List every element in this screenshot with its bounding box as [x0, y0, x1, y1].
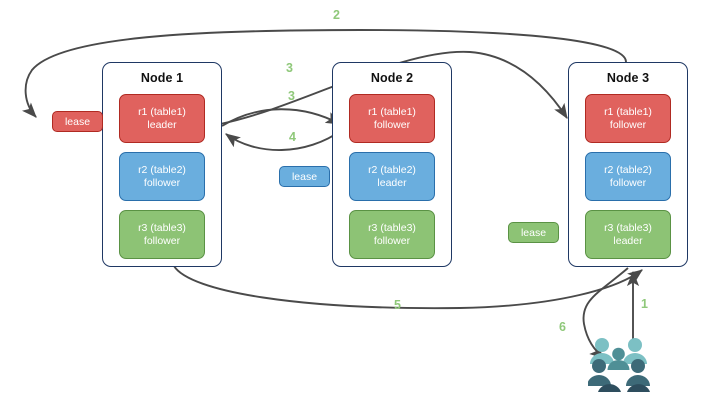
replica-role: leader: [147, 118, 177, 131]
step-label-3b: 3: [288, 89, 295, 103]
lease-chip-table1[interactable]: lease: [52, 111, 103, 132]
arrow-step-4: [225, 129, 343, 151]
replica-node1-r2[interactable]: r2 (table2) follower: [119, 152, 205, 201]
lease-chip-table2[interactable]: lease: [279, 166, 330, 187]
step-label-6: 6: [559, 320, 566, 334]
replica-name: r3 (table3): [604, 221, 652, 234]
node-card-node1[interactable]: Node 1 r1 (table1) leader r2 (table2) fo…: [102, 62, 222, 267]
replica-name: r2 (table2): [138, 163, 186, 176]
users-icon: [588, 338, 650, 392]
replica-name: r3 (table3): [138, 221, 186, 234]
replica-role: leader: [377, 176, 407, 189]
step-label-5: 5: [394, 298, 401, 312]
replica-node1-r1[interactable]: r1 (table1) leader: [119, 94, 205, 143]
node-title: Node 3: [606, 71, 650, 85]
user-figure-middle: [607, 347, 630, 370]
node-card-node2[interactable]: Node 2 r1 (table1) follower r2 (table2) …: [332, 62, 452, 267]
arrow-step-6: [582, 267, 629, 359]
replica-role: follower: [609, 176, 647, 189]
replica-name: r1 (table1): [604, 105, 652, 118]
replica-role: follower: [143, 234, 181, 247]
replica-node3-r3[interactable]: r3 (table3) leader: [585, 210, 671, 259]
replica-name: r1 (table1): [138, 105, 186, 118]
arrow-step-5: [173, 265, 643, 310]
replica-node2-r3[interactable]: r3 (table3) follower: [349, 210, 435, 259]
user-figure-front-left: [588, 359, 611, 386]
arrow-step-3-long: [219, 50, 568, 125]
step-label-1: 1: [641, 297, 648, 311]
replica-node2-r2[interactable]: r2 (table2) leader: [349, 152, 435, 201]
user-figure-front-center: [598, 384, 650, 392]
arrow-step-2: [22, 29, 627, 118]
step-label-3a: 3: [286, 61, 293, 75]
step-label-2: 2: [333, 8, 340, 22]
node-card-node3[interactable]: Node 3 r1 (table1) follower r2 (table2) …: [568, 62, 688, 267]
replica-name: r3 (table3): [368, 221, 416, 234]
replica-name: r2 (table2): [368, 163, 416, 176]
node-title: Node 1: [140, 71, 184, 85]
node-title: Node 2: [370, 71, 414, 85]
replica-role: follower: [373, 118, 411, 131]
arrow-step-3-short: [221, 108, 342, 127]
replica-node3-r2[interactable]: r2 (table2) follower: [585, 152, 671, 201]
replica-role: follower: [373, 234, 411, 247]
replica-name: r2 (table2): [604, 163, 652, 176]
lease-chip-table3[interactable]: lease: [508, 222, 559, 243]
replica-node2-r1[interactable]: r1 (table1) follower: [349, 94, 435, 143]
replica-name: r1 (table1): [368, 105, 416, 118]
replica-node3-r1[interactable]: r1 (table1) follower: [585, 94, 671, 143]
replica-role: follower: [609, 118, 647, 131]
user-figure-front-right: [626, 359, 650, 386]
step-label-4: 4: [289, 130, 296, 144]
replica-role: follower: [143, 176, 181, 189]
replica-node1-r3[interactable]: r3 (table3) follower: [119, 210, 205, 259]
replica-role: leader: [613, 234, 643, 247]
